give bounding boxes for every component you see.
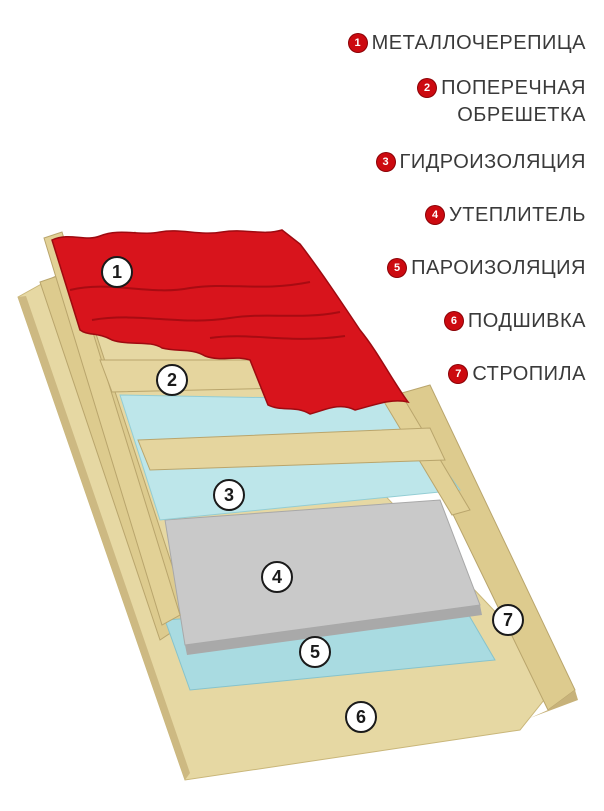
legend-badge: 3 xyxy=(376,153,395,171)
legend-item-2: 2 ПОПЕРЕЧНАЯ ОБРЕШЕТКА xyxy=(256,75,586,129)
legend: 1 МЕТАЛЛОЧЕРЕПИЦА 2 ПОПЕРЕЧНАЯ ОБРЕШЕТКА… xyxy=(256,30,586,388)
svg-text:4: 4 xyxy=(272,567,282,587)
legend-label: ПАРОИЗОЛЯЦИЯ xyxy=(411,257,586,279)
callout-2: 2 xyxy=(156,364,188,396)
svg-text:2: 2 xyxy=(167,370,177,390)
legend-badge: 2 xyxy=(418,79,437,97)
svg-text:7: 7 xyxy=(503,610,513,630)
insulation-side xyxy=(185,605,482,655)
legend-item-7: 7 СТРОПИЛА xyxy=(256,361,586,388)
legend-label: ПОПЕРЕЧНАЯ xyxy=(441,77,586,99)
legend-label: ПОДШИВКА xyxy=(467,310,586,332)
legend-label: СТРОПИЛА xyxy=(472,363,586,385)
legend-label: УТЕПЛИТЕЛЬ xyxy=(449,204,586,226)
rafter-right-side xyxy=(530,690,578,718)
metal-roof-tile xyxy=(51,229,410,415)
legend-item-6: 6 ПОДШИВКА xyxy=(256,308,586,335)
legend-badge: 1 xyxy=(348,34,367,52)
legend-badge: 6 xyxy=(444,312,463,330)
legend-badge: 4 xyxy=(426,206,445,224)
legend-label: ОБРЕШЕТКА xyxy=(457,104,586,126)
legend-item-1: 1 МЕТАЛЛОЧЕРЕПИЦА xyxy=(256,30,586,57)
cross-batten-2 xyxy=(137,427,446,471)
batten-left xyxy=(43,231,181,626)
legend-item-4: 4 УТЕПЛИТЕЛЬ xyxy=(256,202,586,229)
tile-ridge-lines xyxy=(69,281,346,340)
callout-4: 4 xyxy=(261,561,293,593)
legend-label: МЕТАЛЛОЧЕРЕПИЦА xyxy=(371,32,586,54)
svg-text:6: 6 xyxy=(356,707,366,727)
legend-badge: 7 xyxy=(449,365,468,383)
callout-7: 7 xyxy=(492,604,524,636)
callout-3: 3 xyxy=(213,479,245,511)
legend-item-5: 5 ПАРОИЗОЛЯЦИЯ xyxy=(256,255,586,282)
legend-badge: 5 xyxy=(388,259,407,277)
svg-text:3: 3 xyxy=(224,485,234,505)
legend-item-3: 3 ГИДРОИЗОЛЯЦИЯ xyxy=(256,149,586,176)
legend-label: ГИДРОИЗОЛЯЦИЯ xyxy=(399,151,586,173)
callout-6: 6 xyxy=(345,701,377,733)
callout-1: 1 xyxy=(101,256,133,288)
callout-5: 5 xyxy=(299,636,331,668)
svg-text:1: 1 xyxy=(112,262,122,282)
svg-text:5: 5 xyxy=(310,642,320,662)
lining-board-edge xyxy=(18,296,190,780)
